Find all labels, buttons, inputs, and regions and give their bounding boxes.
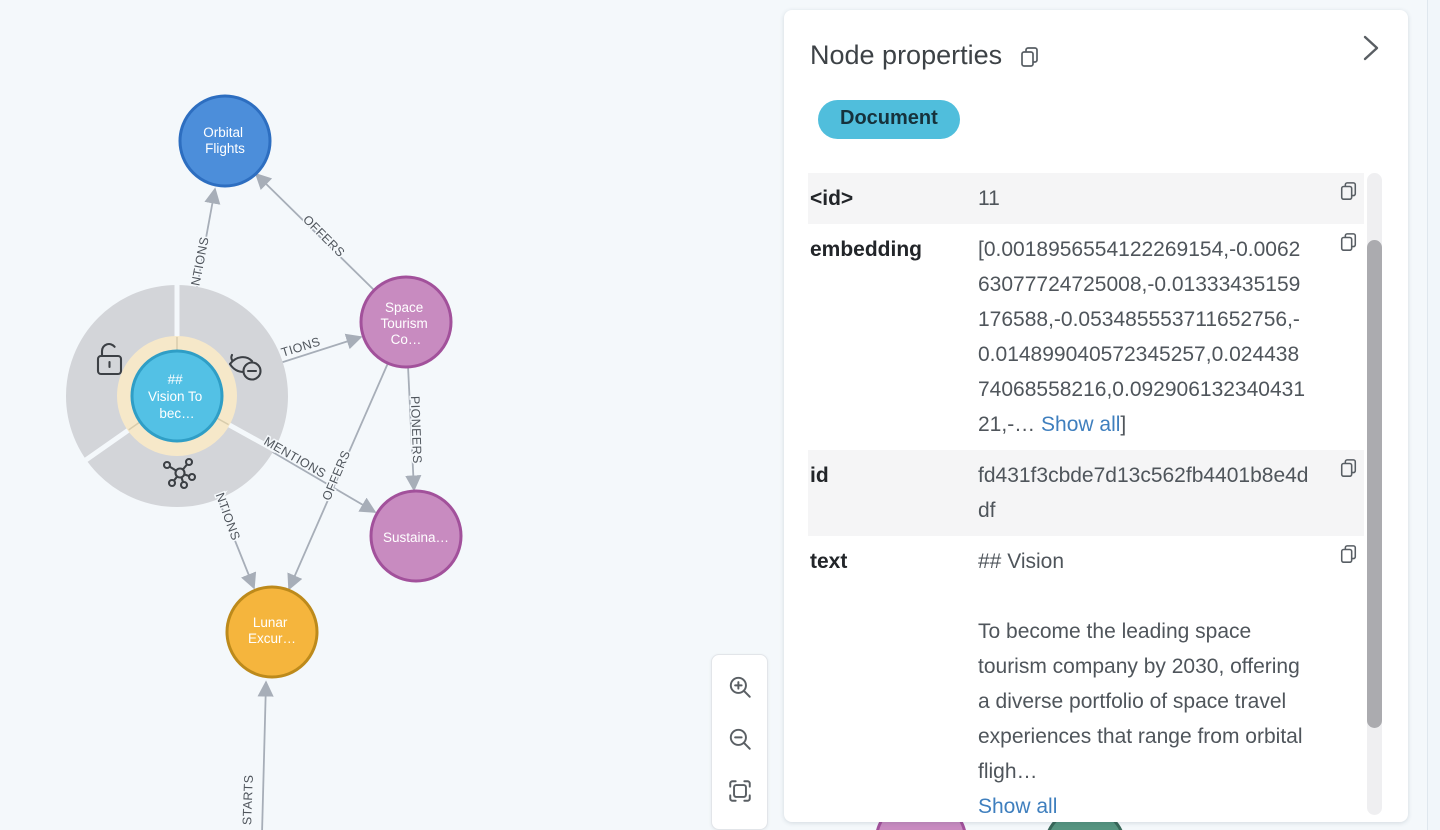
copy-value-button[interactable] [1339,544,1358,570]
embedding-value: [0.0018956554122269154,-0.00626307772472… [978,238,1306,436]
property-key: embedding [810,238,923,261]
copy-icon [1340,233,1357,251]
property-key: text [810,550,848,573]
property-row-id: id fd431f3cbde7d13c562fb4401b8e4ddf [808,450,1364,536]
edge-pioneers[interactable] [405,365,422,492]
node-orbital-flights[interactable]: Orbital Flights [178,94,272,188]
node-vision-document-selected[interactable]: ## Vision To bec… [130,349,224,443]
node-context-menu[interactable] [66,283,288,507]
zoom-out-button[interactable] [722,721,758,757]
node-label-line: Space [385,300,423,315]
svg-text:Orbital Flights: Orbital Flights [203,125,247,156]
properties-table: <id> 11 embedding [0.0018956554122269154… [808,173,1364,830]
svg-text:Space Tourism: Space Tourism Co… [380,300,431,347]
panel-scrollbar[interactable] [1367,173,1382,815]
copy-value-button[interactable] [1339,232,1358,258]
edge-label: PIONEERS [408,396,424,464]
svg-text:Sustaina…: Sustaina… [383,530,449,545]
node-label-line: Excur… [248,631,296,646]
node-label-line: Sustaina… [383,530,449,545]
edge-label: NTIONS [213,491,243,542]
copy-icon [1020,46,1038,67]
text-value: ## Vision To become the leading space to… [978,550,1303,783]
embedding-suffix: ] [1120,413,1127,436]
node-sustainability[interactable]: Sustaina… [369,489,463,583]
fit-to-screen-icon [728,780,751,802]
property-row-id-internal: <id> 11 [808,173,1364,224]
node-label-line: Vision To [148,389,202,404]
svg-text:## Vision To: ## Vision To bec… [148,372,206,421]
edge-offers-orbital[interactable] [254,172,375,291]
copy-value-button[interactable] [1339,458,1358,484]
right-edge-strip [1427,0,1440,830]
edge-label: MENTIONS [262,434,329,481]
collapse-panel-button[interactable] [1352,30,1388,66]
property-value: 11 [978,187,1000,210]
fit-to-screen-button[interactable] [722,773,758,809]
scrollbar-thumb[interactable] [1367,240,1382,728]
copy-icon [1340,545,1357,563]
panel-title: Node properties [810,40,1003,70]
edge-starts[interactable] [257,680,274,830]
zoom-in-button[interactable] [722,669,758,705]
copy-value-button[interactable] [1339,181,1358,207]
edge-label: NTIONS [188,236,211,287]
node-label-line: Flights [205,141,245,156]
edge-label: OFFERS [300,212,347,259]
node-label-line: Lunar [253,615,288,630]
unlock-icon[interactable] [96,342,123,376]
chevron-right-icon [1363,35,1379,61]
copy-icon [1340,459,1357,477]
node-label-line: Tourism [380,316,427,331]
svg-text:Lunar Excur…: Lunar Excur… [248,615,296,646]
property-value: fd431f3cbde7d13c562fb4401b8e4ddf [978,464,1309,522]
node-label-line: bec… [159,406,194,421]
property-row-text: text ## Vision To become the leading spa… [808,536,1364,830]
property-row-embedding: embedding [0.0018956554122269154,-0.0062… [808,224,1364,450]
panel-header: Node properties [784,10,1408,74]
node-label-line: ## [168,372,184,387]
halo-divider [128,420,142,431]
edge-lines [176,172,422,830]
expand-node-icon[interactable] [162,457,197,490]
node-properties-panel: Node properties Document <id> 11 [784,10,1408,822]
property-key: id [810,464,829,487]
property-key: <id> [810,187,854,210]
show-all-link[interactable]: Show all [978,795,1058,818]
graph-nodes: Orbital Flights Space Tourism Co… ## Vis… [130,94,1123,830]
property-value: ## Vision To become the leading space to… [978,544,1310,824]
zoom-out-icon [729,728,751,750]
copy-icon [1340,182,1357,200]
node-label-line: Orbital [203,125,243,140]
property-value: [0.0018956554122269154,-0.00626307772472… [978,232,1310,442]
zoom-toolbar [711,654,768,830]
edge-label: STARTS [240,774,256,825]
node-space-tourism-co[interactable]: Space Tourism Co… [359,275,453,369]
node-label-badge: Document [818,99,960,139]
edge-offers-lunar[interactable] [287,362,389,591]
node-label-line: Co… [391,332,422,347]
show-all-link[interactable]: Show all [1041,413,1121,436]
copy-all-button[interactable] [1019,46,1040,74]
zoom-in-icon [729,676,751,698]
node-lunar-excursions[interactable]: Lunar Excur… [225,585,319,679]
hide-node-icon[interactable] [228,353,262,381]
